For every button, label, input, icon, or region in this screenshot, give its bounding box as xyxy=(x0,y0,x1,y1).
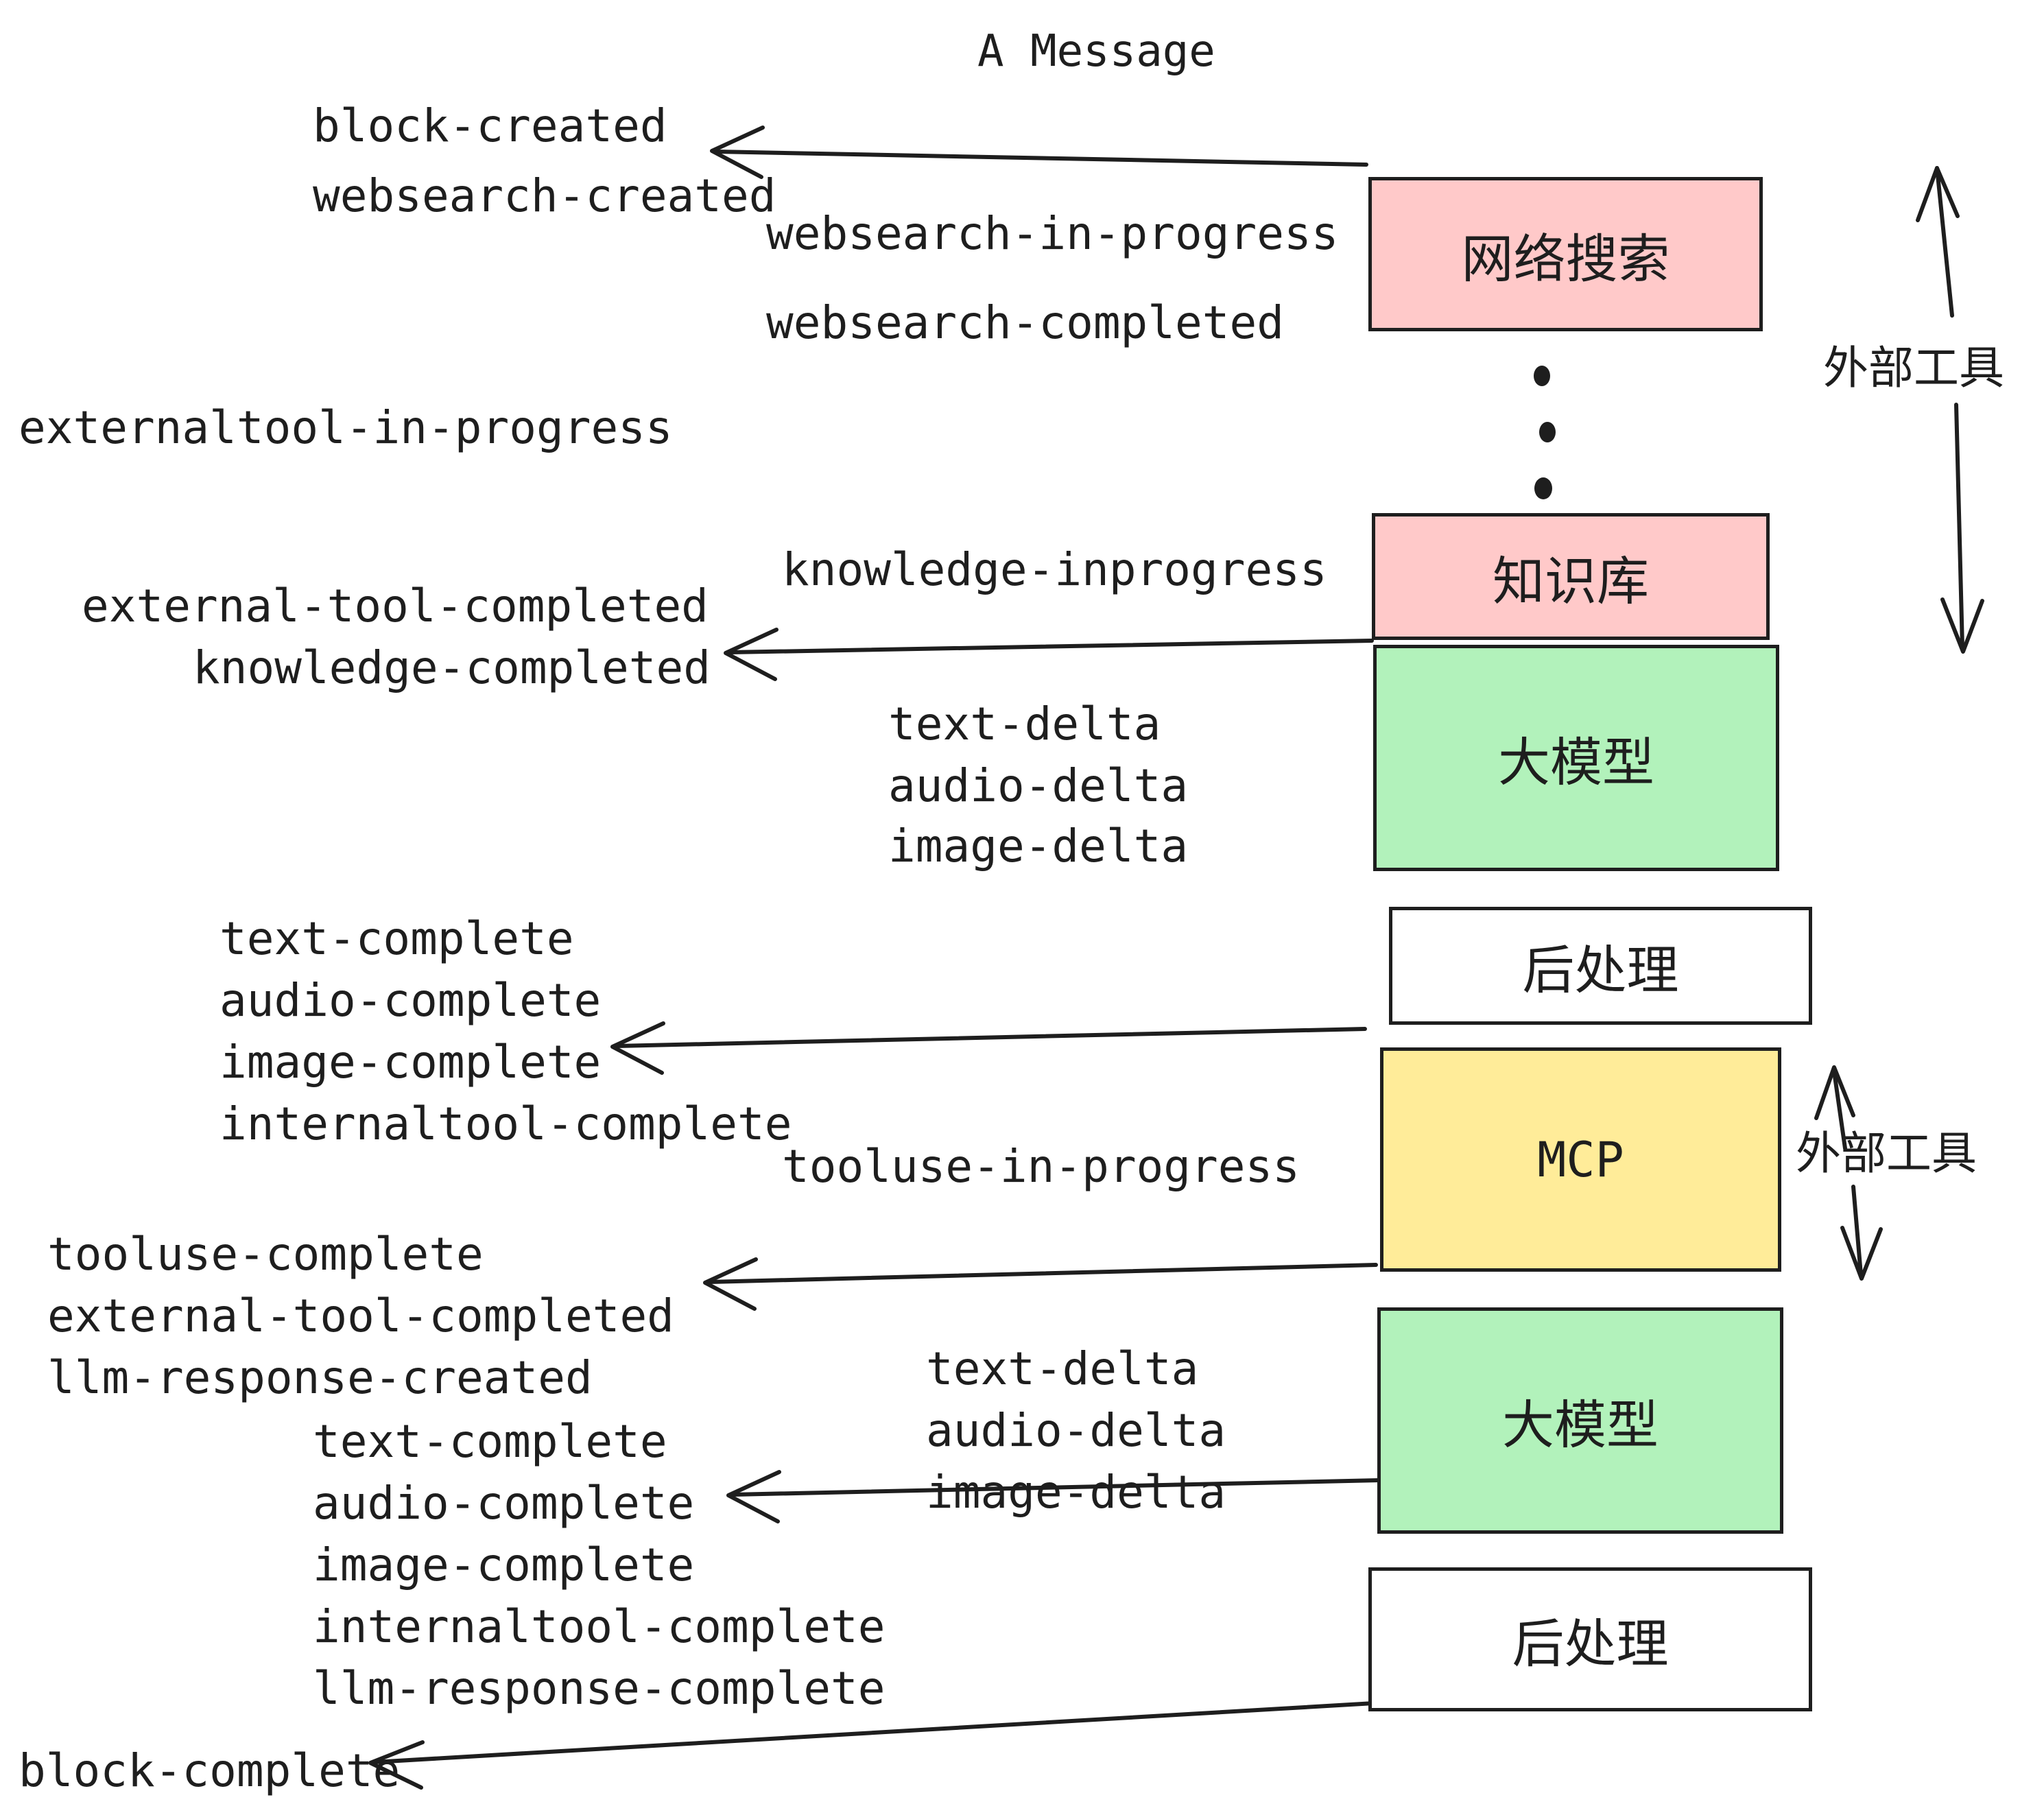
external-tools-label-2: 外部工具 xyxy=(1796,1127,1977,1180)
box-websearch: 网络搜索 xyxy=(1368,177,1763,331)
event-llm-response-complete: llm-response-complete xyxy=(313,1662,886,1715)
external-tools-label-1: 外部工具 xyxy=(1823,342,2004,394)
external-tools-down-arrow-2 xyxy=(1840,1185,1883,1281)
event-image-delta-1: image-delta xyxy=(888,820,1189,873)
event-audio-complete-2: audio-complete xyxy=(313,1477,695,1530)
box-mcp-label: MCP xyxy=(1537,1131,1624,1188)
arrow-to-tooluse-complete xyxy=(703,1257,1378,1311)
box-postprocess-2-label: 后处理 xyxy=(1512,1613,1669,1674)
event-llm-response-created: llm-response-created xyxy=(47,1351,593,1404)
arrow-to-image-complete xyxy=(610,1021,1367,1075)
event-tooluse-in-progress: tooluse-in-progress xyxy=(782,1140,1300,1193)
arrow-to-knowledge-completed xyxy=(724,628,1374,681)
event-tooluse-complete: tooluse-complete xyxy=(47,1228,484,1281)
box-websearch-label: 网络搜索 xyxy=(1461,228,1670,289)
arrow-to-audio-complete xyxy=(726,1470,1381,1523)
event-knowledge-completed: knowledge-completed xyxy=(193,641,711,694)
external-tools-up-arrow-2 xyxy=(1814,1065,1855,1150)
box-mcp: MCP xyxy=(1380,1047,1781,1272)
box-knowledge-label: 知识库 xyxy=(1493,550,1649,612)
box-postprocess-1-label: 后处理 xyxy=(1522,940,1679,1001)
box-llm-1: 大模型 xyxy=(1373,645,1779,871)
event-externaltool-in-progress: externaltool-in-progress xyxy=(19,401,673,454)
arrow-to-block-complete xyxy=(368,1700,1388,1790)
event-websearch-created: websearch-created xyxy=(313,169,776,222)
event-websearch-completed: websearch-completed xyxy=(766,296,1284,349)
box-llm-2-label: 大模型 xyxy=(1502,1394,1659,1456)
event-audio-delta-2: audio-delta xyxy=(926,1404,1226,1457)
event-external-tool-completed-1: external-tool-completed xyxy=(82,580,709,632)
diagram-title: A Message xyxy=(977,26,1215,77)
event-external-tool-completed-2: external-tool-completed xyxy=(47,1290,674,1342)
event-text-delta-1: text-delta xyxy=(888,698,1161,750)
box-postprocess-2: 后处理 xyxy=(1368,1567,1812,1711)
box-llm-2: 大模型 xyxy=(1377,1307,1783,1534)
box-knowledge: 知识库 xyxy=(1372,513,1770,640)
event-internaltool-complete-2: internaltool-complete xyxy=(313,1600,886,1653)
external-tools-down-arrow-1 xyxy=(1940,403,1984,654)
arrow-to-websearch-created xyxy=(710,126,1368,179)
event-internaltool-complete-1: internaltool-complete xyxy=(219,1097,792,1150)
event-image-delta-2: image-delta xyxy=(926,1466,1226,1519)
box-postprocess-1: 后处理 xyxy=(1389,907,1812,1025)
event-audio-complete-1: audio-complete xyxy=(219,974,602,1027)
event-text-complete-2: text-complete xyxy=(313,1415,667,1468)
event-image-complete-1: image-complete xyxy=(219,1036,602,1089)
event-block-created: block-created xyxy=(313,99,667,152)
event-text-complete-1: text-complete xyxy=(219,912,574,965)
external-tools-up-arrow-1 xyxy=(1916,166,1960,318)
event-text-delta-2: text-delta xyxy=(926,1342,1199,1395)
event-websearch-in-progress: websearch-in-progress xyxy=(766,207,1339,260)
ellipsis-dots xyxy=(1534,366,1556,499)
event-image-complete-2: image-complete xyxy=(313,1539,695,1591)
box-llm-1-label: 大模型 xyxy=(1498,732,1654,793)
event-block-complete: block-complete xyxy=(19,1744,401,1797)
event-knowledge-inprogress: knowledge-inprogress xyxy=(782,543,1327,596)
event-audio-delta-1: audio-delta xyxy=(888,759,1189,812)
